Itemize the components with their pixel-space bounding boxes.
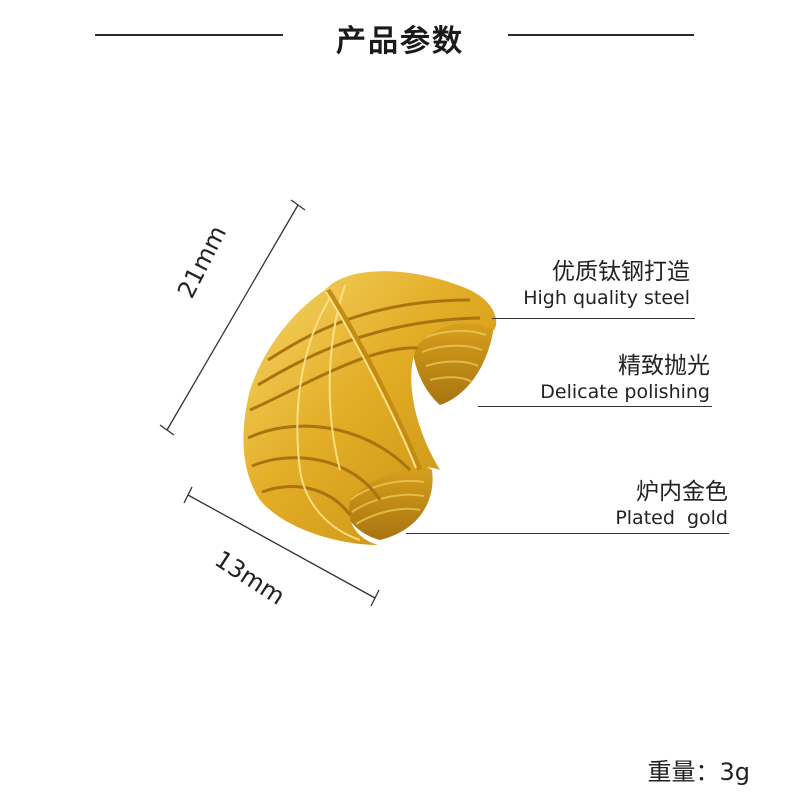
feature-leader-line-steel — [492, 318, 695, 319]
feature-polishing: 精致抛光 Delicate polishing — [540, 352, 710, 404]
feature-steel: 优质钛钢打造 High quality steel — [523, 258, 690, 310]
feature-leader-line-polishing — [478, 406, 712, 407]
feature-polishing-zh: 精致抛光 — [618, 353, 710, 379]
width-dimension-line — [183, 486, 380, 607]
feature-leader-line-gold — [406, 533, 729, 534]
header-divider-right — [508, 34, 694, 36]
feature-gold-zh: 炉内金色 — [636, 479, 728, 505]
gold-ring — [243, 271, 497, 545]
height-dimension-line — [159, 199, 306, 436]
header-divider-left — [95, 34, 283, 36]
feature-polishing-en: Delicate polishing — [540, 381, 710, 403]
feature-steel-zh: 优质钛钢打造 — [552, 259, 690, 285]
page-title: 产品参数 — [336, 24, 464, 59]
feature-gold-en: Plated gold — [615, 507, 728, 529]
weight-label: 重量：3g — [647, 758, 750, 786]
feature-gold: 炉内金色 Plated gold — [615, 478, 728, 530]
feature-steel-en: High quality steel — [523, 287, 690, 309]
